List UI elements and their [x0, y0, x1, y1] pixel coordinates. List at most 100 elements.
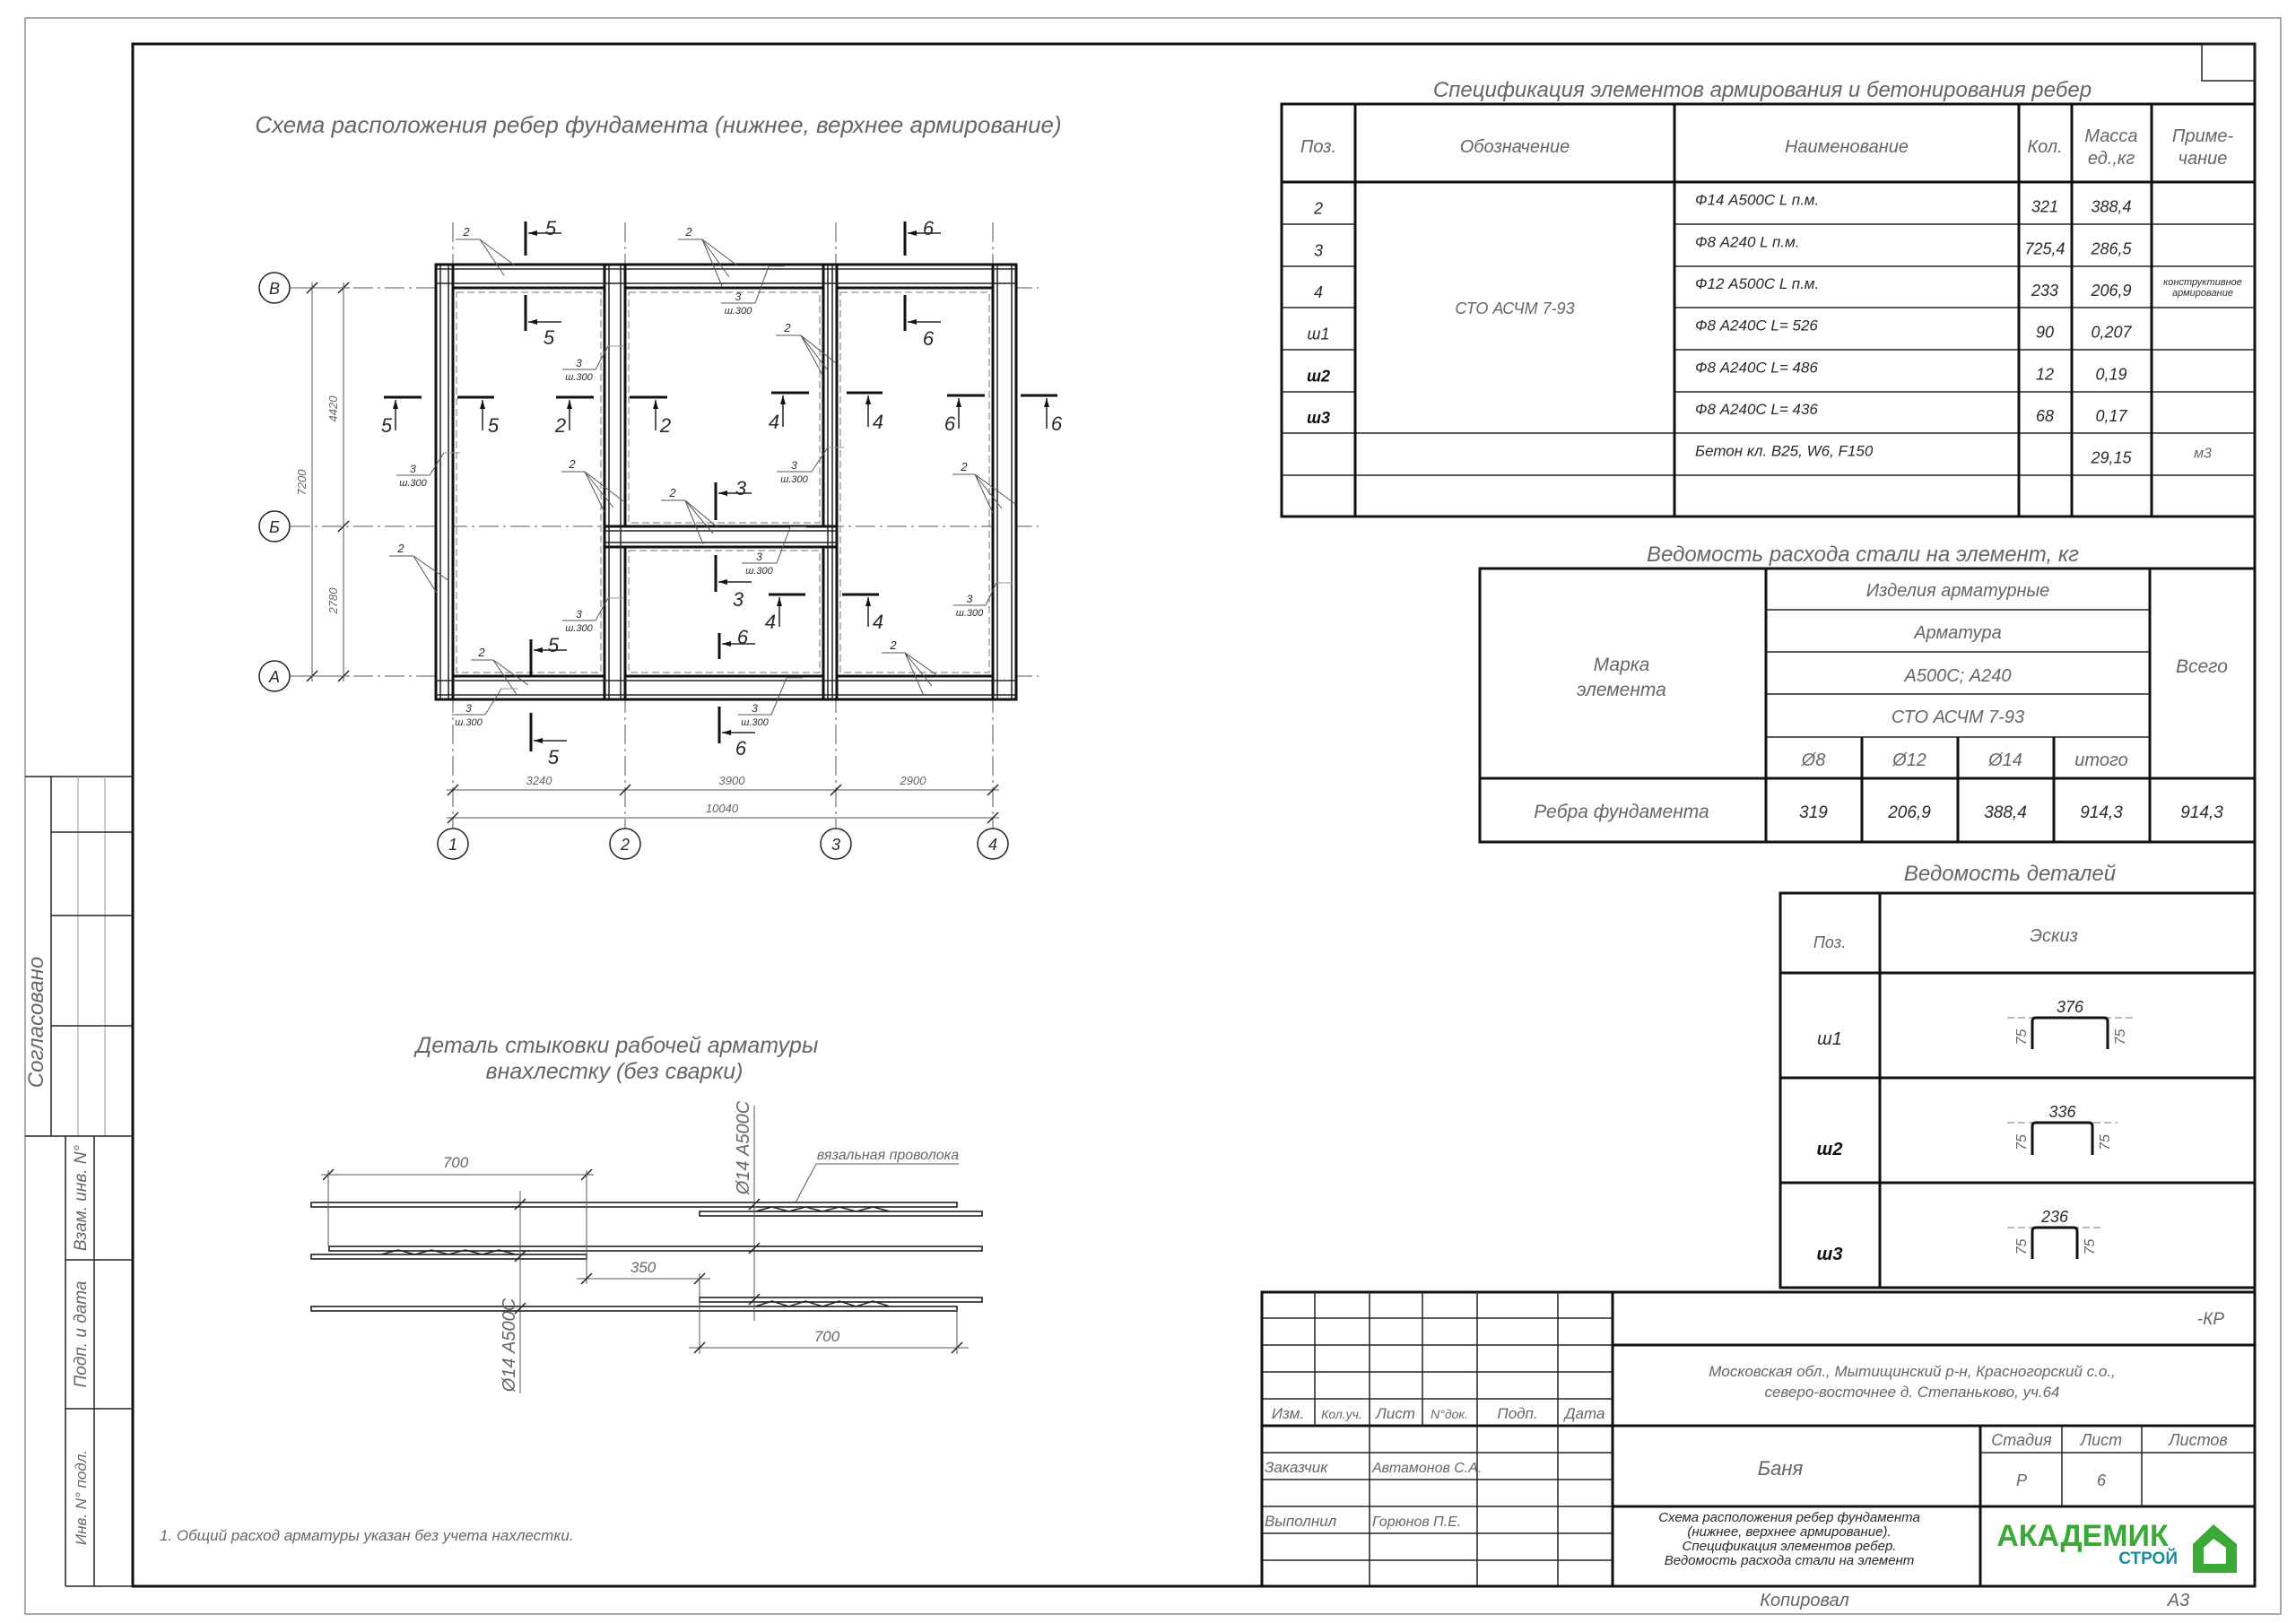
axis-bubble	[820, 828, 852, 860]
stage-value: Р	[2016, 1471, 2027, 1489]
arrow-head	[1044, 398, 1049, 407]
callout-leader	[595, 345, 609, 370]
stirrup-callout-spacing: ш.300	[565, 623, 593, 634]
dimension-label: 3240	[526, 774, 553, 787]
callout-leader	[974, 473, 994, 514]
callout-leader	[770, 677, 787, 716]
callout-leader	[904, 652, 925, 697]
rebar-bar	[310, 1254, 587, 1260]
sheet-title-line: Схема расположения ребер фундамента	[1658, 1510, 1920, 1525]
dimension-tick	[447, 812, 459, 824]
side-label-inv-orig: Инв. N° подл.	[73, 1450, 90, 1545]
spec-header-note: чание	[2179, 149, 2228, 169]
section-mark-label: 5	[548, 634, 560, 656]
arrow-head	[718, 490, 727, 496]
steel-header-diameter: итого	[2074, 751, 2127, 770]
stirrup-callout-number: 3	[756, 551, 762, 563]
steel-table	[1478, 567, 2257, 844]
sheets-header: Листов	[2168, 1431, 2228, 1449]
dimension-tick	[447, 784, 459, 796]
section-mark-label: 4	[873, 411, 883, 433]
axis-label: В	[269, 280, 280, 298]
wire-label: вязальная проволока	[817, 1148, 959, 1163]
corner-box	[2201, 43, 2256, 82]
stirrup-callout-number: 3	[576, 608, 582, 621]
stirrup-callout-spacing: ш.300	[455, 717, 483, 728]
sheet-title-line: Спецификация элементов ребер.	[1683, 1539, 1897, 1554]
arrow-head	[865, 597, 871, 606]
rebar-label: Ø14 А500С	[734, 1100, 753, 1195]
arrow-head	[865, 395, 871, 404]
axis-bubble	[258, 510, 291, 542]
dimension-tick	[514, 1198, 526, 1211]
callout-leader	[684, 499, 718, 528]
spec-header-pos: Поз.	[1300, 137, 1336, 157]
axis-label: 3	[831, 836, 840, 854]
spec-cell-name: Ф8 А240 L п.м.	[1695, 234, 1799, 251]
stirrup-callout-number: 3	[752, 702, 758, 715]
details-header-pos: Поз.	[1813, 933, 1846, 951]
stirrup-leg-label: 75	[2014, 1239, 2030, 1255]
callout-leader	[904, 652, 939, 677]
steel-header-group: Изделия арматурные	[1866, 581, 2050, 601]
format-label: А3	[2167, 1591, 2189, 1610]
axis-label: Б	[269, 518, 280, 536]
logo-house-icon	[2193, 1524, 2237, 1573]
stamp-col-header: Подп.	[1497, 1405, 1537, 1422]
stirrup-leg-label: 75	[2014, 1134, 2030, 1150]
stirrup-callout-spacing: ш.300	[565, 372, 593, 383]
callout-leader	[701, 239, 738, 266]
callout-leader	[584, 471, 624, 502]
arrow-head	[528, 319, 537, 325]
rebar-callout-label: 2	[684, 225, 692, 239]
dimension-tick	[580, 1272, 593, 1285]
arrow-head	[722, 730, 731, 735]
stirrup-callout-number: 3	[735, 291, 742, 303]
callout-leader	[800, 334, 837, 364]
logo-subtext: СТРОЙ	[2118, 1549, 2178, 1568]
stamp-col-header: Дата	[1563, 1405, 1605, 1422]
stamp-col-header: N°док.	[1431, 1407, 1468, 1421]
axis-label: 1	[448, 836, 457, 854]
steel-title: Ведомость расхода стали на элемент, кг	[1647, 542, 2079, 567]
dimension-label: 2780	[326, 587, 340, 615]
section-mark-label: 3	[735, 477, 747, 499]
sheet-title-line: (нижнее, верхнее армирование).	[1687, 1524, 1891, 1540]
dimension-label: 4420	[326, 395, 340, 422]
steel-header-mark: Марка	[1594, 655, 1650, 675]
stirrup-outline	[628, 291, 821, 524]
stirrup-callout-number: 3	[791, 459, 797, 472]
section-mark-label: 4	[765, 611, 776, 633]
spec-header-name: Наименование	[1785, 137, 1909, 157]
general-note: 1. Общий расход арматуры указан без учет…	[160, 1527, 574, 1544]
arrow-head	[956, 398, 961, 407]
section-mark-label: 4	[769, 411, 779, 433]
callout-leader	[492, 659, 518, 697]
steel-header-total: Всего	[2176, 656, 2228, 677]
rebar-callout-label: 2	[568, 457, 576, 471]
dimension-label: 3900	[719, 774, 746, 787]
axis-label: 2	[620, 836, 630, 854]
dimension-label: 10040	[706, 802, 739, 815]
stirrup-callout-spacing: ш.300	[745, 566, 773, 577]
section-mark-label: 3	[733, 588, 744, 611]
spec-cell-name: Ф8 А240С L= 436	[1695, 401, 1818, 418]
stirrup-callout-number: 3	[967, 593, 973, 605]
steel-header-group: А500С; А240	[1904, 666, 2012, 686]
dimension-label: 700	[443, 1154, 469, 1171]
side-label-sign-date: Подп. и дата	[72, 1281, 91, 1388]
stirrup-callout-spacing: ш.300	[780, 474, 808, 485]
spec-cell-qty: 725,4	[2024, 240, 2065, 258]
dimension-label: 7200	[295, 469, 309, 496]
spec-cell-mass: 388,4	[2091, 198, 2131, 216]
sheet-header: Лист	[2080, 1431, 2122, 1449]
dimension-tick	[748, 1293, 761, 1306]
spec-cell-qty: 321	[2031, 198, 2058, 216]
axis-bubble	[609, 828, 641, 860]
callout-leader	[800, 334, 829, 371]
stirrup-outline	[456, 291, 602, 673]
sheet-title-line: Ведомость расхода стали на элемент	[1665, 1553, 1915, 1568]
stirrup-sketch	[2031, 1016, 2109, 1049]
spec-cell-mass: 0,19	[2095, 366, 2126, 384]
steel-row-mark: Ребра фундамента	[1534, 802, 1709, 822]
